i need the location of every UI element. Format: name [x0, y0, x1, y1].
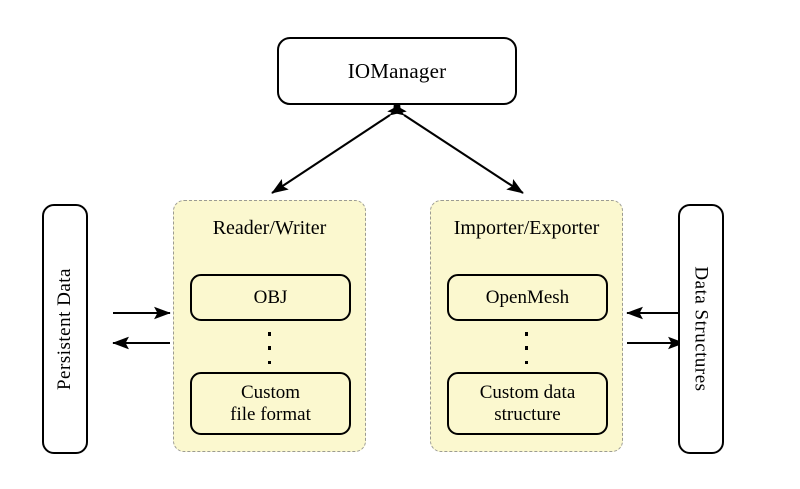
persistent-data-node[interactable]: Persistent Data	[42, 204, 88, 454]
ellipsis-reader-writer	[174, 332, 365, 364]
arrow-manager-to-reader-writer	[271, 100, 407, 194]
io-manager-label: IOManager	[347, 58, 447, 83]
persistent-data-label: Persistent Data	[54, 267, 76, 391]
item-openmesh[interactable]: OpenMesh	[447, 274, 608, 321]
item-openmesh-label: OpenMesh	[485, 286, 570, 308]
item-custom-data-structure-label: Custom data structure	[480, 382, 576, 425]
item-obj[interactable]: OBJ	[190, 274, 351, 321]
ellipsis-dot	[267, 332, 272, 336]
item-custom-file-format-line1: Custom	[240, 382, 301, 404]
group-title-importer-exporter: Importer/Exporter	[453, 217, 600, 239]
item-custom-data-structure-line2: structure	[494, 403, 561, 425]
item-obj-label: OBJ	[253, 286, 288, 308]
ellipsis-dot	[524, 332, 529, 336]
ellipsis-dot	[267, 346, 272, 350]
group-panel-importer-exporter[interactable]: Importer/Exporter OpenMesh Custom data s…	[430, 200, 623, 452]
io-manager-node[interactable]: IOManager	[277, 37, 517, 105]
item-custom-file-format-label: Custom file format	[230, 382, 311, 425]
item-custom-file-format[interactable]: Custom file format	[190, 372, 351, 435]
ellipsis-dot	[267, 360, 272, 364]
data-structures-label: Data Structures	[691, 266, 712, 392]
ellipsis-dot	[524, 360, 529, 364]
data-structures-node[interactable]: Data Structures	[678, 204, 724, 454]
arrow-manager-to-importer-exporter	[387, 100, 524, 194]
item-custom-data-structure[interactable]: Custom data structure	[447, 372, 608, 435]
ellipsis-importer-exporter	[431, 332, 622, 364]
item-custom-file-format-line2: file format	[230, 403, 311, 425]
group-panel-reader-writer[interactable]: Reader/Writer OBJ Custom file format	[173, 200, 366, 452]
ellipsis-dot	[524, 346, 529, 350]
group-title-reader-writer: Reader/Writer	[212, 217, 327, 239]
item-custom-data-structure-line1: Custom data	[479, 382, 576, 404]
